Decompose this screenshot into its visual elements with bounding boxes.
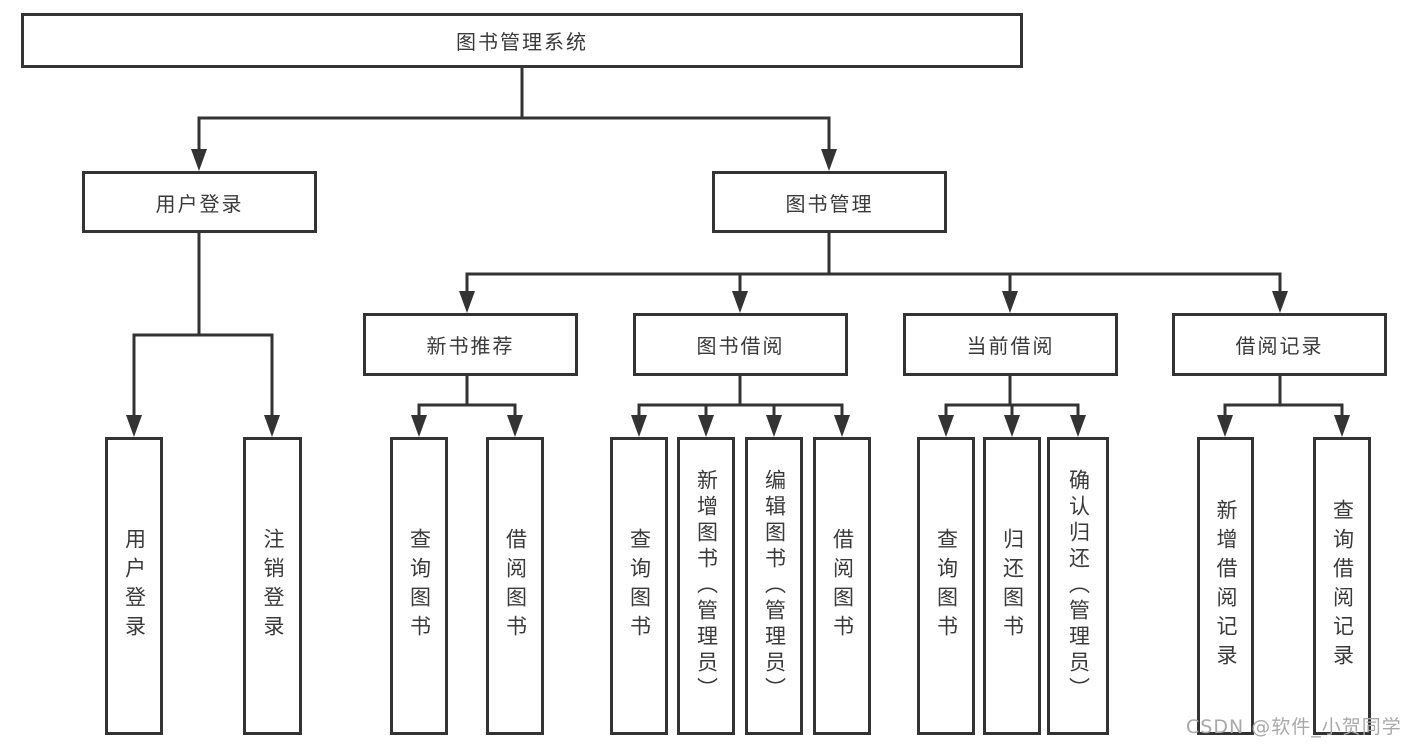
- node-book-borrowing: 图书借阅: [633, 313, 848, 376]
- node-leaf-borrow-books-rec: 借阅图书: [486, 437, 544, 735]
- node-leaf-query-books-bb: 查询图书: [610, 437, 668, 735]
- connector-bookmgmt-to-level3: [465, 233, 1282, 294]
- node-current-borrowing: 当前借阅: [903, 313, 1118, 376]
- node-user-login: 用户登录: [82, 171, 317, 233]
- arrowheads: [126, 149, 1350, 437]
- connector-root-to-level2: [197, 68, 831, 152]
- node-leaf-add-borrow-record: 新增借阅记录: [1197, 437, 1254, 735]
- node-leaf-add-books-admin: 新增图书（管理员）: [677, 437, 735, 735]
- node-leaf-user-login: 用户登录: [105, 437, 163, 735]
- node-leaf-confirm-return-admin: 确认归还（管理员）: [1047, 437, 1109, 735]
- node-new-book-recommendation: 新书推荐: [363, 313, 578, 376]
- connector-newbookrec-to-leaves: [417, 376, 517, 418]
- node-leaf-borrow-books-bb: 借阅图书: [813, 437, 871, 735]
- node-leaf-edit-books-admin: 编辑图书（管理员）: [745, 437, 803, 735]
- node-leaf-query-books-cb: 查询图书: [917, 437, 975, 735]
- connector-userlogin-to-leaves: [132, 233, 274, 418]
- connector-currentborrow-to-leaves: [944, 376, 1080, 418]
- node-book-management: 图书管理: [712, 171, 947, 233]
- csdn-watermark: CSDN @软件_小贺同学: [1186, 716, 1402, 738]
- node-leaf-query-borrow-record: 查询借阅记录: [1313, 437, 1371, 735]
- connector-borrowrecord-to-leaves: [1223, 376, 1344, 418]
- node-leaf-logout: 注销登录: [243, 437, 302, 735]
- node-library-management-system: 图书管理系统: [21, 13, 1023, 68]
- connector-bookborrow-to-leaves: [637, 376, 844, 418]
- node-leaf-query-books-rec: 查询图书: [390, 437, 448, 735]
- node-borrowing-records: 借阅记录: [1172, 313, 1387, 376]
- node-leaf-return-books: 归还图书: [983, 437, 1041, 735]
